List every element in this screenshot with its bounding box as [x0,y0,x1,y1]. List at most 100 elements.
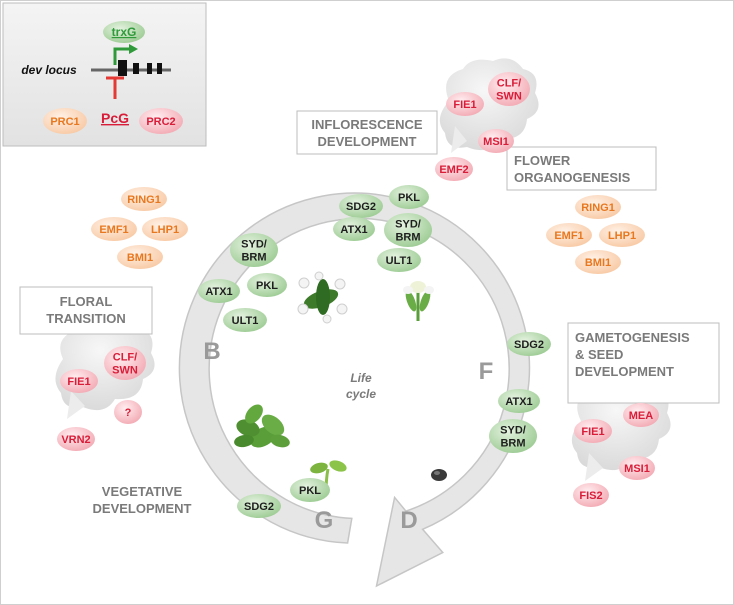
protein-clf-swn-label: CLF/ [113,352,137,364]
protein-atx1: ATX1 [498,389,540,413]
protein-ring1: RING1 [121,187,167,211]
protein-ult1-shape [223,308,267,332]
protein-emf1-shape [91,217,137,241]
protein-ring1-shape [121,187,167,211]
seed-image [431,469,447,481]
flower-label-line2: ORGANOGENESIS [514,170,631,185]
protein-atx1-label: ATX1 [205,286,232,298]
protein-sdg2: SDG2 [237,494,281,518]
life-cycle-label-line1: Life [350,371,372,385]
protein-fie1-label: FIE1 [67,376,90,388]
protein-atx1-shape [198,279,240,303]
protein-syd-brm: SYD/BRM [230,233,278,267]
protein-syd-brm: SYD/BRM [489,419,537,453]
stage-letter-f: F [479,358,494,385]
protein-vrn2: VRN2 [57,427,95,451]
seedling-image [310,460,347,494]
protein-bmi1-label: BMI1 [585,257,611,269]
flower-stage-box [506,146,657,191]
pcg-label: PcG [101,110,129,126]
floral-label-line2: TRANSITION [46,311,125,326]
floral-label-line1: FLORAL [60,294,113,309]
protein-ring1-shape [575,195,621,219]
protein-msi1-shape [619,456,655,480]
protein-clf-swn-shape [488,72,530,106]
protein-fie1: FIE1 [574,419,612,443]
protein-sdg2-shape [237,494,281,518]
inset-panel: dev locus trxG PcG PRC1 PRC2 [2,2,207,147]
protein-syd-brm-label: SYD/ [395,219,421,231]
protein-syd-brm-shape [489,419,537,453]
protein-fis2: FIS2 [573,483,609,507]
protein-pkl: PKL [290,478,330,502]
protein-bmi1: BMI1 [117,245,163,269]
stage-letter-g: G [315,507,334,534]
protein-pkl-label: PKL [299,485,321,497]
protein-emf2-shape [435,157,473,181]
protein-msi1: MSI1 [478,129,514,153]
protein-emf2-label: EMF2 [439,164,468,176]
protein-ult1: ULT1 [223,308,267,332]
gameto-label-line2: & SEED [575,347,623,362]
inflorescence-stage-box [296,110,438,155]
flowering-plant-image [297,271,348,324]
protein-atx1-label: ATX1 [505,396,532,408]
protein-emf1-label: EMF1 [554,230,583,242]
protein-fis2-label: FIS2 [579,490,602,502]
protein-lhp1: LHP1 [599,223,645,247]
protein-clf-swn: CLF/SWN [488,72,530,106]
protein-fie1: FIE1 [60,369,98,393]
protein-syd-brm-label: SYD/ [241,239,267,251]
protein-mea: MEA [623,403,659,427]
protein-fie1-shape [446,92,484,116]
protein-pkl: PKL [247,273,287,297]
transcription-arrowhead [129,44,138,54]
protein-unknown-label: ? [125,407,132,419]
protein-syd-brm-label: BRM [241,252,266,264]
protein-bmi1: BMI1 [575,250,621,274]
protein-atx1-shape [333,217,375,241]
protein-syd-brm-shape [230,233,278,267]
protein-msi1-label: MSI1 [483,136,509,148]
gameto-label-line1: GAMETOGENESIS [575,330,690,345]
protein-bmi1-shape [575,250,621,274]
protein-sdg2-label: SDG2 [346,201,376,213]
protein-unknown: ? [114,400,142,424]
protein-fie1: FIE1 [446,92,484,116]
protein-sdg2: SDG2 [507,332,551,356]
protein-sdg2-label: SDG2 [514,339,544,351]
protein-bmi1-shape [117,245,163,269]
protein-ult1-label: ULT1 [232,315,259,327]
locus-label: dev locus [21,63,77,77]
protein-fie1-shape [574,419,612,443]
protein-vrn2-shape [57,427,95,451]
protein-clf-swn-shape [104,346,146,380]
protein-fie1-label: FIE1 [581,426,604,438]
prc1-label: PRC1 [50,116,79,128]
protein-atx1: ATX1 [198,279,240,303]
protein-lhp1-label: LHP1 [151,224,179,236]
protein-ring1-label: RING1 [581,202,615,214]
trxg-oval [103,21,145,43]
protein-atx1-shape [498,389,540,413]
complex-cloud-tail [67,391,85,419]
protein-sdg2: SDG2 [339,194,383,218]
protein-pkl-shape [290,478,330,502]
protein-fie1-label: FIE1 [453,99,476,111]
trxg-label: trxG [112,25,137,39]
protein-emf1-label: EMF1 [99,224,128,236]
stage-letter-d: D [400,507,417,534]
protein-syd-brm-label: BRM [395,232,420,244]
protein-syd-brm-label: SYD/ [500,425,526,437]
protein-atx1: ATX1 [333,217,375,241]
protein-lhp1-shape [142,217,188,241]
life-cycle-label-line2: cycle [346,387,376,401]
protein-atx1-label: ATX1 [340,224,367,236]
protein-clf-swn-label: SWN [496,91,522,103]
exon-block [133,63,139,74]
protein-syd-brm-label: BRM [500,438,525,450]
protein-clf-swn-label: CLF/ [497,78,521,90]
flower-label-line1: FLOWER [514,153,571,168]
